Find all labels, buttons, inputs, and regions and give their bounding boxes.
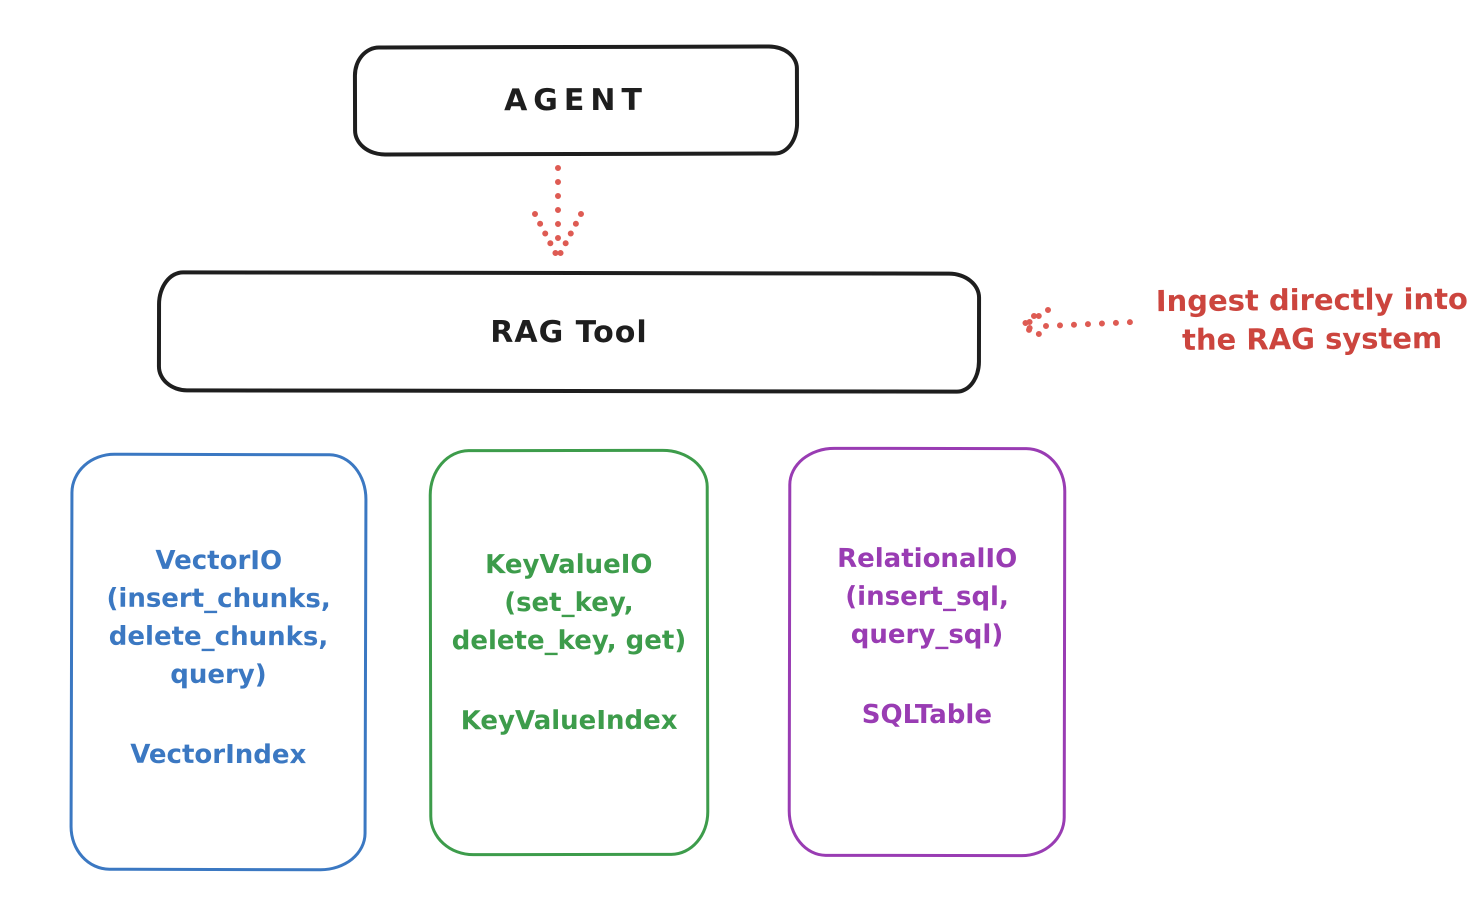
card-line: KeyValueIO [485,549,653,581]
sql-table-label: SQLTable [861,699,993,731]
card-line: delete_key, get) [451,625,687,657]
card-line: query_sql) [850,619,1004,651]
rag-tool-node: RAG Tool [156,270,982,394]
agent-label: AGENT [504,82,648,119]
card-line: (set_key, [504,587,634,619]
dotted-arrow-down-icon [532,165,584,257]
ingest-annotation: Ingest directly into the RAG system [1140,280,1484,360]
card-line: RelationalIO [837,543,1018,575]
relational-io-card: RelationalIO (insert_sql, query_sql) SQL… [787,446,1067,858]
card-line: delete_chunks, [108,621,329,653]
card-line: (insert_sql, [845,581,1009,613]
key-value-index-label: KeyValueIndex [460,705,678,737]
rag-tool-label: RAG Tool [490,314,648,350]
ingest-annotation-line2: the RAG system [1181,321,1443,357]
card-line: (insert_chunks, [106,583,331,615]
card-line: VectorIO [155,545,283,577]
agent-node: AGENT [352,44,800,157]
ingest-annotation-line1: Ingest directly into [1155,281,1469,319]
vector-io-card: VectorIO (insert_chunks, delete_chunks, … [69,452,368,872]
key-value-io-card: KeyValueIO (set_key, delete_key, get) Ke… [428,448,710,857]
card-line: query) [170,659,267,691]
dotted-arrow-left-icon [1020,307,1137,343]
vector-index-label: VectorIndex [130,739,307,771]
